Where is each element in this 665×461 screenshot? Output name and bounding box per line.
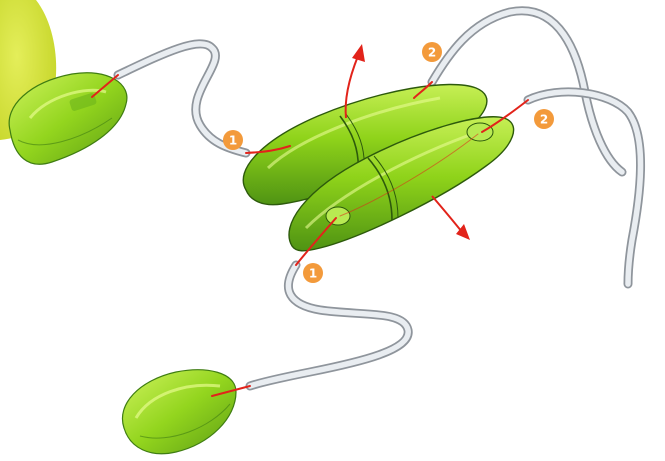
port-opening-right (467, 123, 493, 141)
port-opening-left (326, 207, 350, 225)
badge-2-right: 2 (534, 109, 554, 129)
badge-2-right-label: 2 (540, 113, 548, 127)
badge-2-top: 2 (422, 42, 442, 62)
small-capsule-bottom (122, 370, 236, 454)
arrow-up-head (352, 44, 365, 62)
badge-1-top-label: 1 (229, 134, 237, 148)
badge-1-top: 1 (223, 130, 243, 150)
badge-1-bottom-label: 1 (309, 267, 317, 281)
badge-1-bottom: 1 (303, 263, 323, 283)
badge-2-top-label: 2 (428, 46, 436, 60)
arrow-down (432, 196, 462, 232)
